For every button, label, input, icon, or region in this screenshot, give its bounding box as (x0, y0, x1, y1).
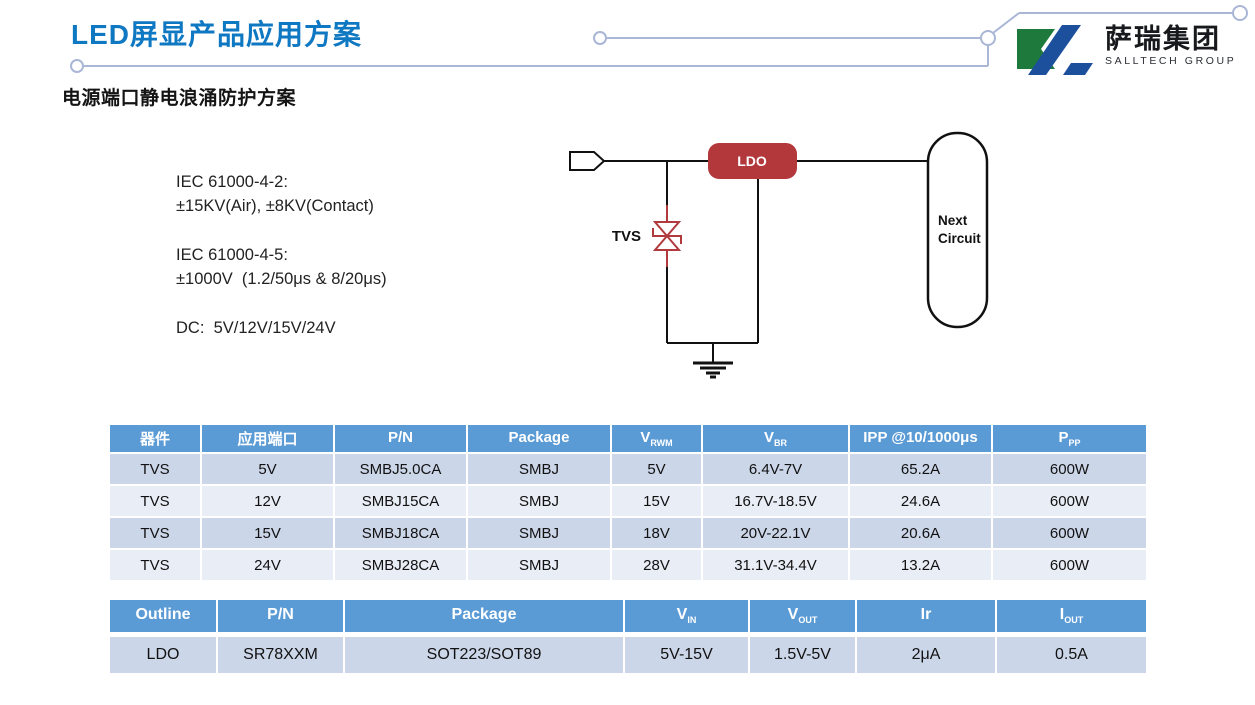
cell: 20V-22.1V (703, 518, 850, 550)
cell: SR78XXM (218, 637, 345, 675)
cell: TVS (110, 486, 202, 518)
tvs-header-package: Package (468, 425, 612, 454)
logo-name-en: SALLTECH GROUP (1105, 55, 1237, 67)
cell: 5V (202, 454, 335, 486)
ldo-header-ir: Ir (857, 600, 997, 637)
cell: 28V (612, 550, 703, 582)
next-circuit-label-line1: Next (938, 213, 968, 228)
iec-61000-4-2-value: ±15KV(Air), ±8KV(Contact) (176, 197, 374, 215)
logo-name-cn: 萨瑞集团 (1105, 24, 1221, 54)
cell: LDO (110, 637, 218, 675)
ldo-header-vin: VIN (625, 600, 750, 637)
cell: SMBJ (468, 454, 612, 486)
cell: 2μA (857, 637, 997, 675)
cell: 5V-15V (625, 637, 750, 675)
circuit-wires (604, 160, 928, 362)
tvs-diode-icon (652, 205, 682, 267)
cell: 31.1V-34.4V (703, 550, 850, 582)
tvs-header-port: 应用端口 (202, 425, 335, 454)
cell: TVS (110, 518, 202, 550)
cell: 24.6A (850, 486, 993, 518)
tvs-header-device: 器件 (110, 425, 202, 454)
salltech-logo-icon (1017, 25, 1093, 75)
ldo-block (708, 143, 797, 179)
cell: 15V (202, 518, 335, 550)
ldo-table-header-row: Outline P/N Package VIN VOUT Ir IOUT (110, 600, 1148, 637)
tvs-selection-table: 器件 应用端口 P/N Package VRWM VBR IPP @10/100… (110, 425, 1148, 582)
page-subtitle: 电源端口静电浪涌防护方案 (62, 88, 297, 109)
cell: 6.4V-7V (703, 454, 850, 486)
tvs-table-row: TVS 12V SMBJ15CA SMBJ 15V 16.7V-18.5V 24… (110, 486, 1148, 518)
ldo-label: LDO (737, 153, 767, 169)
spec-text-block: IEC 61000-4-2: ±15KV(Air), ±8KV(Contact)… (176, 170, 387, 340)
next-circuit-label-line2: Circuit (938, 231, 981, 246)
ldo-header-outline: Outline (110, 600, 218, 637)
cell: TVS (110, 550, 202, 582)
cell: 18V (612, 518, 703, 550)
cell: 0.5A (997, 637, 1148, 675)
ldo-selection-table: Outline P/N Package VIN VOUT Ir IOUT LDO… (110, 600, 1148, 675)
iec-61000-4-5-title: IEC 61000-4-5: (176, 246, 288, 264)
cell: 600W (993, 454, 1148, 486)
cell: 1.5V-5V (750, 637, 857, 675)
ldo-table-row: LDO SR78XXM SOT223/SOT89 5V-15V 1.5V-5V … (110, 637, 1148, 675)
tvs-header-vbr: VBR (703, 425, 850, 454)
protection-circuit-diagram: TVS LDO Next Circuit (569, 131, 989, 379)
cell: SMBJ15CA (335, 486, 468, 518)
cell: SMBJ28CA (335, 550, 468, 582)
cell: 13.2A (850, 550, 993, 582)
dc-voltage-list: DC: 5V/12V/15V/24V (176, 319, 336, 337)
tvs-table-row: TVS 5V SMBJ5.0CA SMBJ 5V 6.4V-7V 65.2A 6… (110, 454, 1148, 486)
input-connector-icon (569, 151, 606, 171)
cell: SMBJ (468, 518, 612, 550)
tvs-header-ppp: PPP (993, 425, 1148, 454)
cell: SOT223/SOT89 (345, 637, 625, 675)
cell: TVS (110, 454, 202, 486)
cell: 16.7V-18.5V (703, 486, 850, 518)
tvs-header-vrwm: VRWM (612, 425, 703, 454)
page-title: LED屏显产品应用方案 (71, 19, 363, 50)
cell: 65.2A (850, 454, 993, 486)
ldo-header-iout: IOUT (997, 600, 1148, 637)
cell: SMBJ (468, 550, 612, 582)
ldo-header-pn: P/N (218, 600, 345, 637)
cell: 600W (993, 518, 1148, 550)
tvs-table-row: TVS 15V SMBJ18CA SMBJ 18V 20V-22.1V 20.6… (110, 518, 1148, 550)
cell: 5V (612, 454, 703, 486)
cell: 12V (202, 486, 335, 518)
tvs-table-header-row: 器件 应用端口 P/N Package VRWM VBR IPP @10/100… (110, 425, 1148, 454)
ground-icon (693, 361, 733, 379)
cell: SMBJ (468, 486, 612, 518)
tvs-label: TVS (612, 228, 641, 245)
cell: 15V (612, 486, 703, 518)
cell: SMBJ18CA (335, 518, 468, 550)
tvs-header-pn: P/N (335, 425, 468, 454)
iec-61000-4-2-title: IEC 61000-4-2: (176, 173, 288, 191)
company-logo: 萨瑞集团 SALLTECH GROUP (1015, 24, 1236, 76)
tvs-header-ipp: IPP @10/1000μs (850, 425, 993, 454)
cell: 20.6A (850, 518, 993, 550)
logo-text: 萨瑞集团 SALLTECH GROUP (1105, 24, 1236, 67)
tvs-table-row: TVS 24V SMBJ28CA SMBJ 28V 31.1V-34.4V 13… (110, 550, 1148, 582)
cell: 600W (993, 550, 1148, 582)
next-circuit-block (926, 131, 989, 329)
cell: SMBJ5.0CA (335, 454, 468, 486)
cell: 24V (202, 550, 335, 582)
ldo-header-package: Package (345, 600, 625, 637)
cell: 600W (993, 486, 1148, 518)
ldo-header-vout: VOUT (750, 600, 857, 637)
iec-61000-4-5-value: ±1000V (1.2/50μs & 8/20μs) (176, 270, 387, 288)
